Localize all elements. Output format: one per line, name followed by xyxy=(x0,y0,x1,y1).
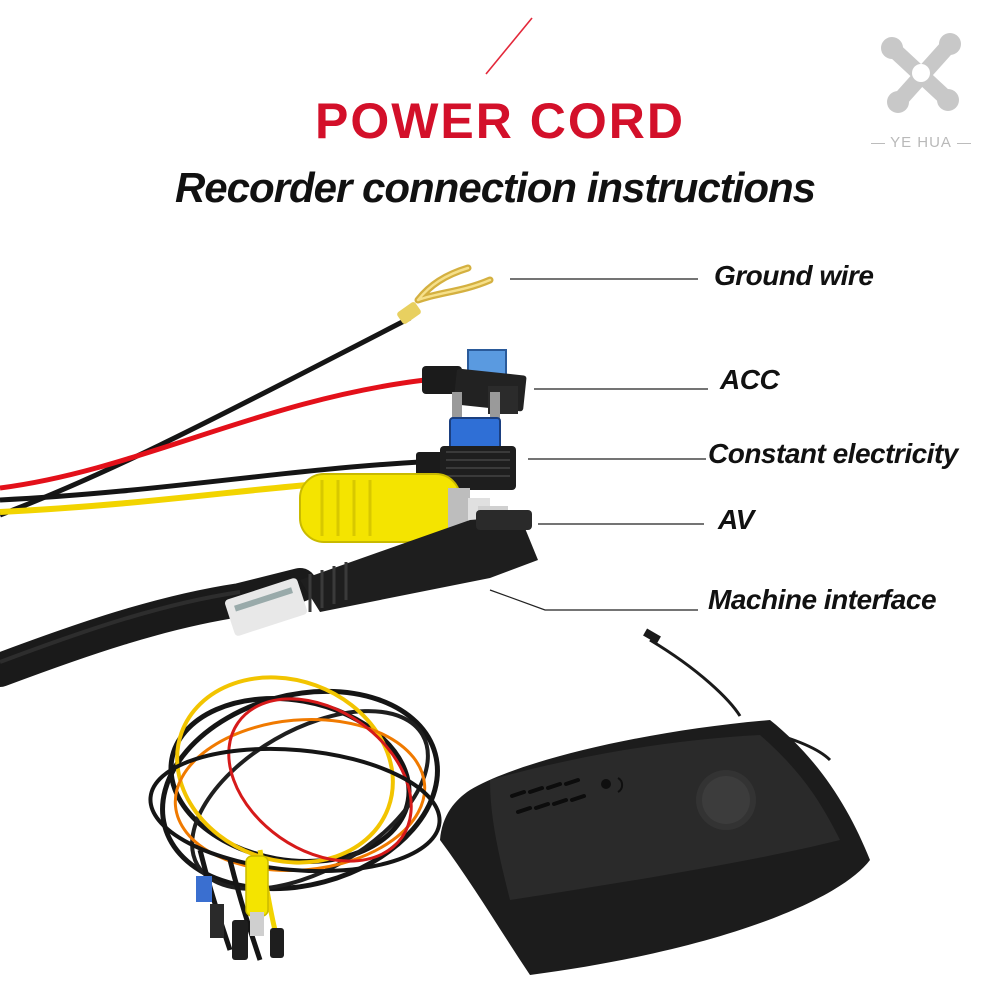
logo-text: YE HUA xyxy=(862,134,980,151)
acc-fuse-tap xyxy=(422,349,527,414)
acc-wire xyxy=(0,377,426,491)
coiled-harness xyxy=(148,675,442,961)
leader-lines xyxy=(489,278,708,611)
harness-connectors xyxy=(196,855,284,960)
machine-cable xyxy=(0,568,317,687)
label-acc: ACC xyxy=(720,364,780,395)
label-av: AV xyxy=(718,504,754,535)
yellow-wire xyxy=(0,481,321,515)
fork-terminal xyxy=(397,264,494,324)
dashcam-device xyxy=(440,628,870,975)
constant-fuse-tap xyxy=(416,392,516,490)
label-ground-wire: Ground wire xyxy=(714,260,874,291)
page-subtitle: Recorder connection instructions xyxy=(174,164,816,211)
label-constant-electricity: Constant electricity xyxy=(708,438,958,469)
page-title: POWER CORD xyxy=(315,93,685,149)
constant-electricity-wire xyxy=(0,459,421,503)
decorative-slash xyxy=(485,17,533,75)
machine-interface-plug xyxy=(225,510,538,636)
brand-logo: YE HUA xyxy=(862,30,980,160)
yehua-x-logo-icon xyxy=(881,33,961,113)
label-machine-interface: Machine interface xyxy=(708,584,937,615)
